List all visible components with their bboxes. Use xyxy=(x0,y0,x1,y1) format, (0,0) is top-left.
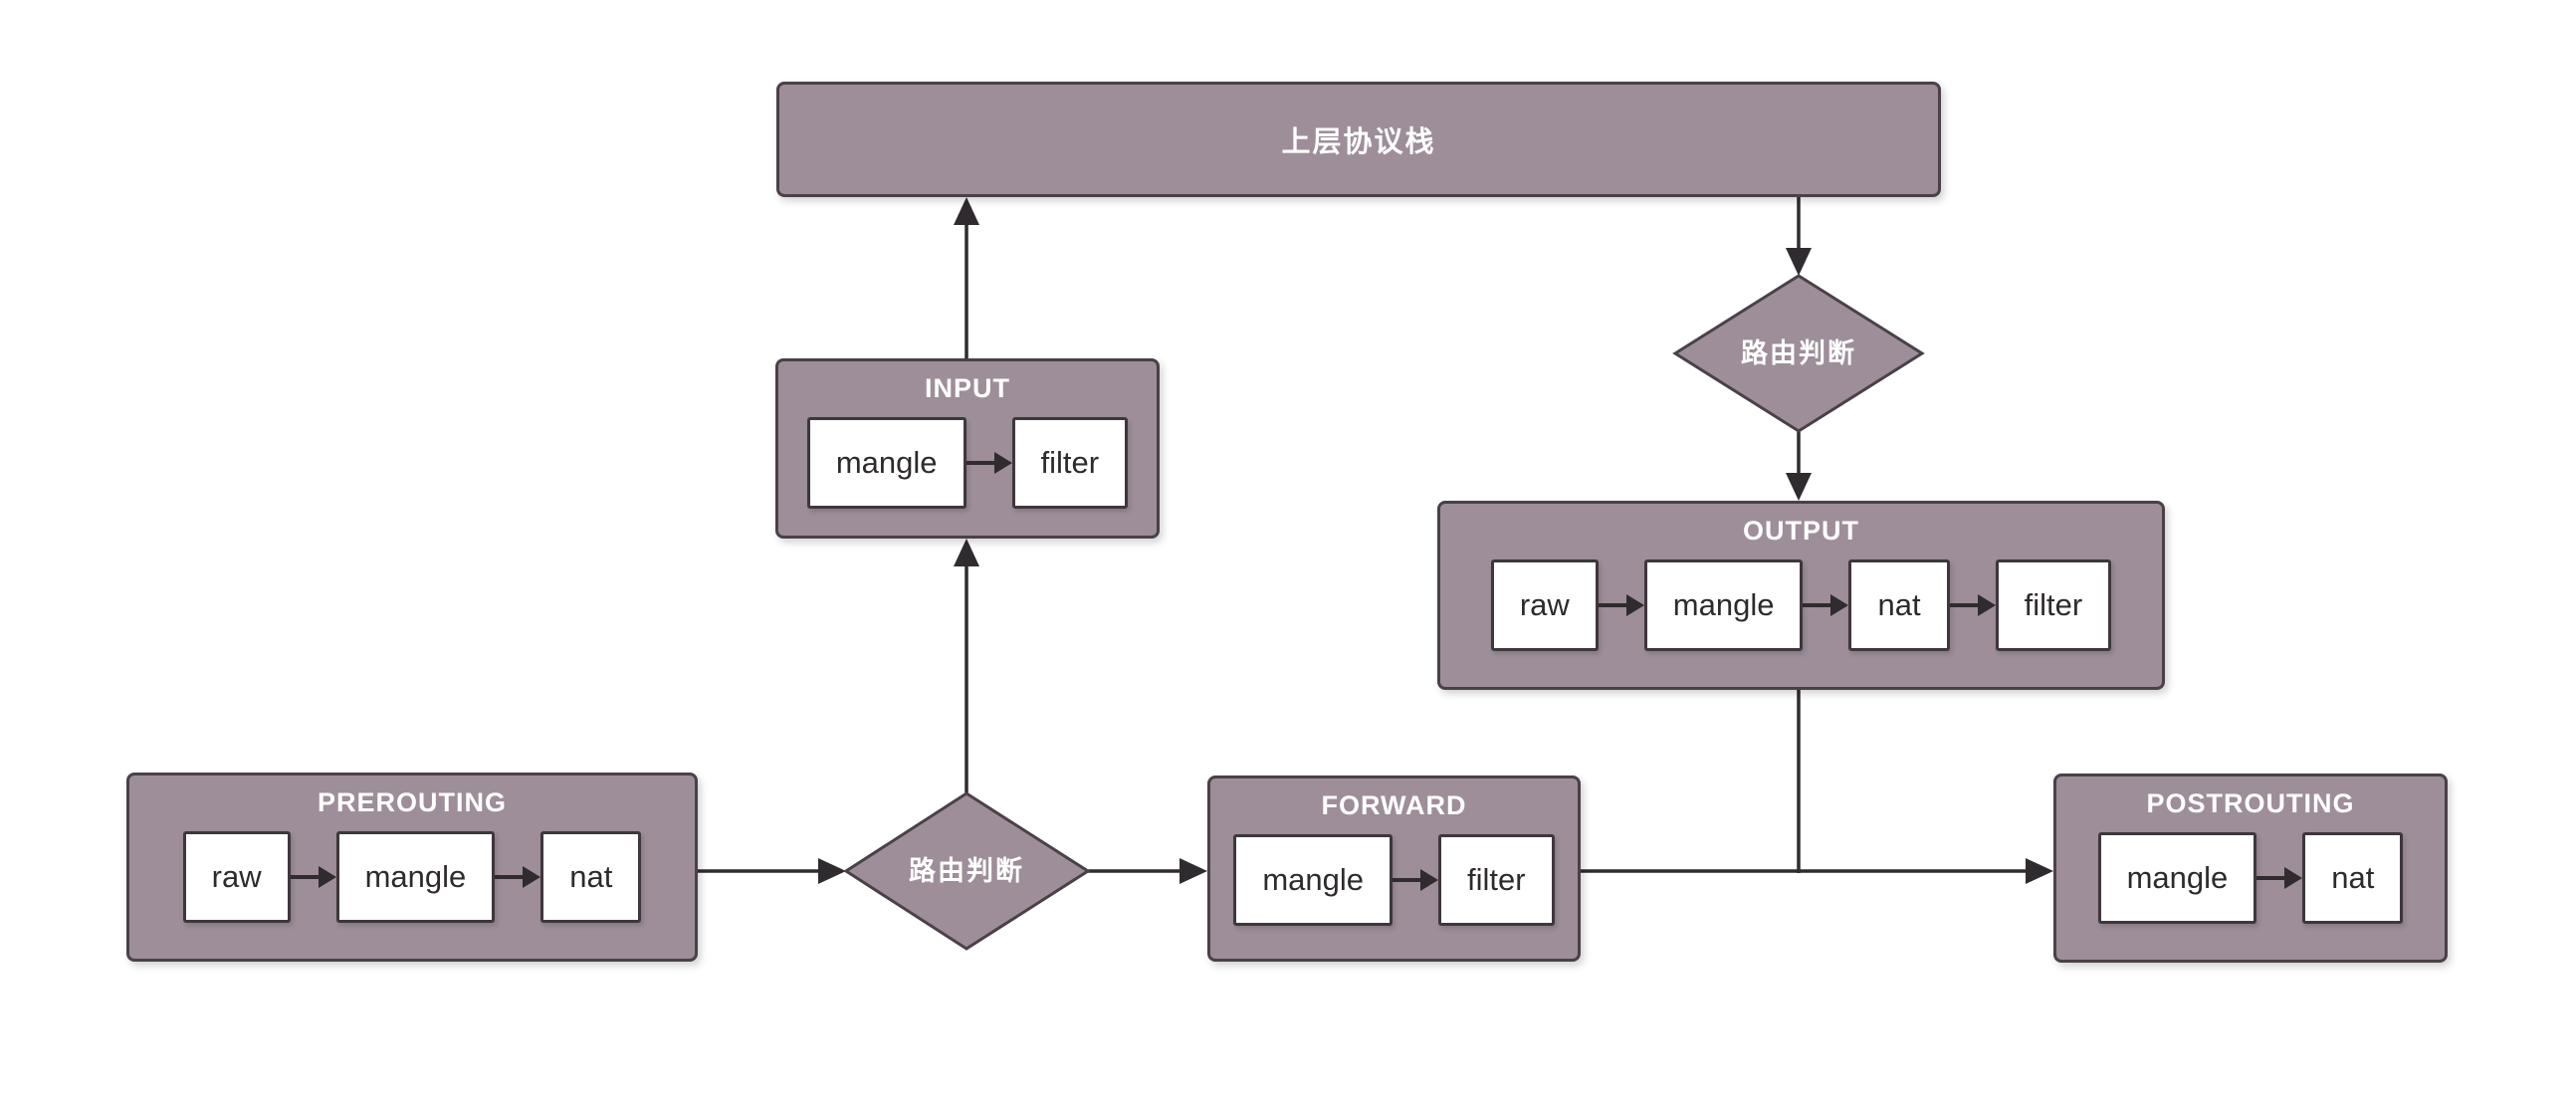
chain-mangle: mangle xyxy=(1643,559,1804,651)
right-arrow-icon xyxy=(1393,869,1439,891)
chain-nat: nat xyxy=(540,831,642,923)
prerouting-chain-row: raw mangle nat xyxy=(182,831,642,923)
chain-raw: raw xyxy=(1490,559,1599,651)
arrowhead-icon xyxy=(1786,473,1812,501)
forward-title: FORWARD xyxy=(1321,790,1467,820)
chain-mangle: mangle xyxy=(2097,832,2257,924)
right-arrow-icon xyxy=(966,452,1012,474)
arrowhead-icon xyxy=(818,858,846,884)
routing-decision-bottom-diamond xyxy=(843,791,1091,951)
chain-filter: filter xyxy=(1011,417,1129,509)
postrouting-chain-row: mangle nat xyxy=(2097,832,2404,924)
right-arrow-icon xyxy=(2256,867,2303,889)
arrowhead-icon xyxy=(1180,858,1207,884)
chain-nat: nat xyxy=(1848,559,1950,651)
arrowhead-icon xyxy=(954,197,979,225)
output-box: OUTPUT raw mangle nat filter xyxy=(1437,501,2165,690)
chain-mangle: mangle xyxy=(335,831,496,923)
chain-filter: filter xyxy=(1995,559,2112,651)
chain-nat: nat xyxy=(2302,832,2404,924)
chain-mangle: mangle xyxy=(806,417,966,509)
input-box: INPUT mangle filter xyxy=(775,358,1160,539)
routing-decision-top-diamond xyxy=(1672,274,1925,433)
input-title: INPUT xyxy=(925,373,1010,403)
arrowhead-icon xyxy=(1786,248,1812,276)
routing-decision-bottom-label: 路由判断 xyxy=(909,855,1024,886)
arrowhead-icon xyxy=(2026,858,2053,884)
routing-decision-top-label: 路由判断 xyxy=(1741,337,1856,368)
prerouting-title: PREROUTING xyxy=(317,787,507,817)
output-chain-row: raw mangle nat filter xyxy=(1490,559,2112,651)
right-arrow-icon xyxy=(290,866,336,888)
right-arrow-icon xyxy=(495,866,541,888)
forward-box: FORWARD mangle filter xyxy=(1207,776,1581,962)
prerouting-box: PREROUTING raw mangle nat xyxy=(126,773,698,962)
input-chain-row: mangle filter xyxy=(806,417,1129,509)
right-arrow-icon xyxy=(1949,594,1996,616)
postrouting-title: POSTROUTING xyxy=(2146,788,2355,818)
upper-protocol-stack-label: 上层协议栈 xyxy=(1281,126,1436,158)
right-arrow-icon xyxy=(1803,594,1849,616)
forward-chain-row: mangle filter xyxy=(1233,834,1555,926)
output-title: OUTPUT xyxy=(1743,516,1859,546)
postrouting-box: POSTROUTING mangle nat xyxy=(2053,774,2448,963)
upper-protocol-stack-box: 上层协议栈 xyxy=(776,82,1941,197)
arrowhead-icon xyxy=(954,539,979,566)
chain-mangle: mangle xyxy=(1233,834,1394,926)
chain-raw: raw xyxy=(182,831,291,923)
chain-filter: filter xyxy=(1438,834,1555,926)
right-arrow-icon xyxy=(1598,594,1644,616)
